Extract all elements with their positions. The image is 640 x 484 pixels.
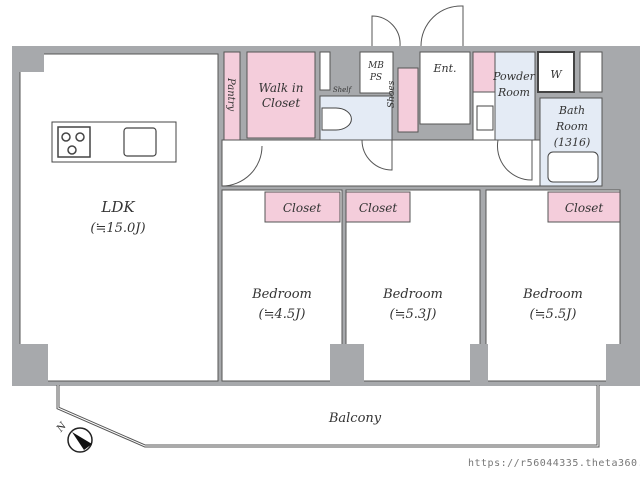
shelf <box>319 51 331 91</box>
kitchen-counter <box>51 121 177 163</box>
powder-room-label: Powder <box>492 70 536 83</box>
storage <box>579 51 603 93</box>
mbps-box <box>359 51 394 94</box>
bedroom-2-label: Bedroom <box>382 287 443 302</box>
column <box>14 344 48 384</box>
ldk-label: LDK <box>100 198 135 216</box>
hallway <box>221 139 541 187</box>
powder-cabinet <box>472 51 496 93</box>
bedroom-2-size: (≒5.3J) <box>390 307 437 322</box>
column <box>330 344 364 384</box>
entrance-label: Ent. <box>432 62 456 75</box>
stove-icon <box>57 126 91 158</box>
north-compass-icon: N <box>54 420 93 453</box>
bath-room-label-2: Room <box>555 120 588 133</box>
closet-3-label: Closet <box>565 201 604 215</box>
closet-2 <box>345 191 411 223</box>
column <box>606 344 640 384</box>
bath-room-label: Bath <box>558 104 585 117</box>
watermark-url: https://r56044335.theta360.b <box>468 458 640 469</box>
closet-3 <box>547 191 621 223</box>
ps-label: PS <box>369 73 382 83</box>
entrance <box>419 51 471 125</box>
walk-in-closet <box>246 51 316 139</box>
walk-in-closet-label: Walk in <box>259 81 304 95</box>
washbasin-icon <box>476 105 494 131</box>
closet-1 <box>264 191 341 223</box>
bedroom-1-label: Bedroom <box>251 287 312 302</box>
ldk-room <box>19 53 219 382</box>
washer-label: W <box>550 68 563 81</box>
shoes-label: Shoes <box>387 80 397 108</box>
column <box>470 344 488 384</box>
bath-room-size: (1316) <box>554 136 591 149</box>
compass-label: N <box>54 420 69 435</box>
shoes-cabinet <box>397 67 419 133</box>
powder-room-side <box>472 91 496 141</box>
toilet-icon <box>321 107 352 131</box>
closet-1-label: Closet <box>283 201 322 215</box>
sink-icon <box>123 127 157 157</box>
washer-space <box>537 51 575 93</box>
ldk-size: (≒15.0J) <box>90 221 145 236</box>
bathtub-icon <box>547 151 599 183</box>
pantry-label: Pantry <box>225 77 236 111</box>
mb-label: MB <box>367 61 384 71</box>
walk-in-closet-label-2: Closet <box>262 96 301 110</box>
bedroom-1-size: (≒4.5J) <box>259 307 306 322</box>
bedroom-3-label: Bedroom <box>522 287 583 302</box>
closet-2-label: Closet <box>359 201 398 215</box>
powder-room-label-2: Room <box>497 86 530 99</box>
balcony-label: Balcony <box>328 411 382 426</box>
shelf-label: Shelf <box>333 86 353 94</box>
bedroom-3-size: (≒5.5J) <box>530 307 577 322</box>
column <box>14 48 44 72</box>
